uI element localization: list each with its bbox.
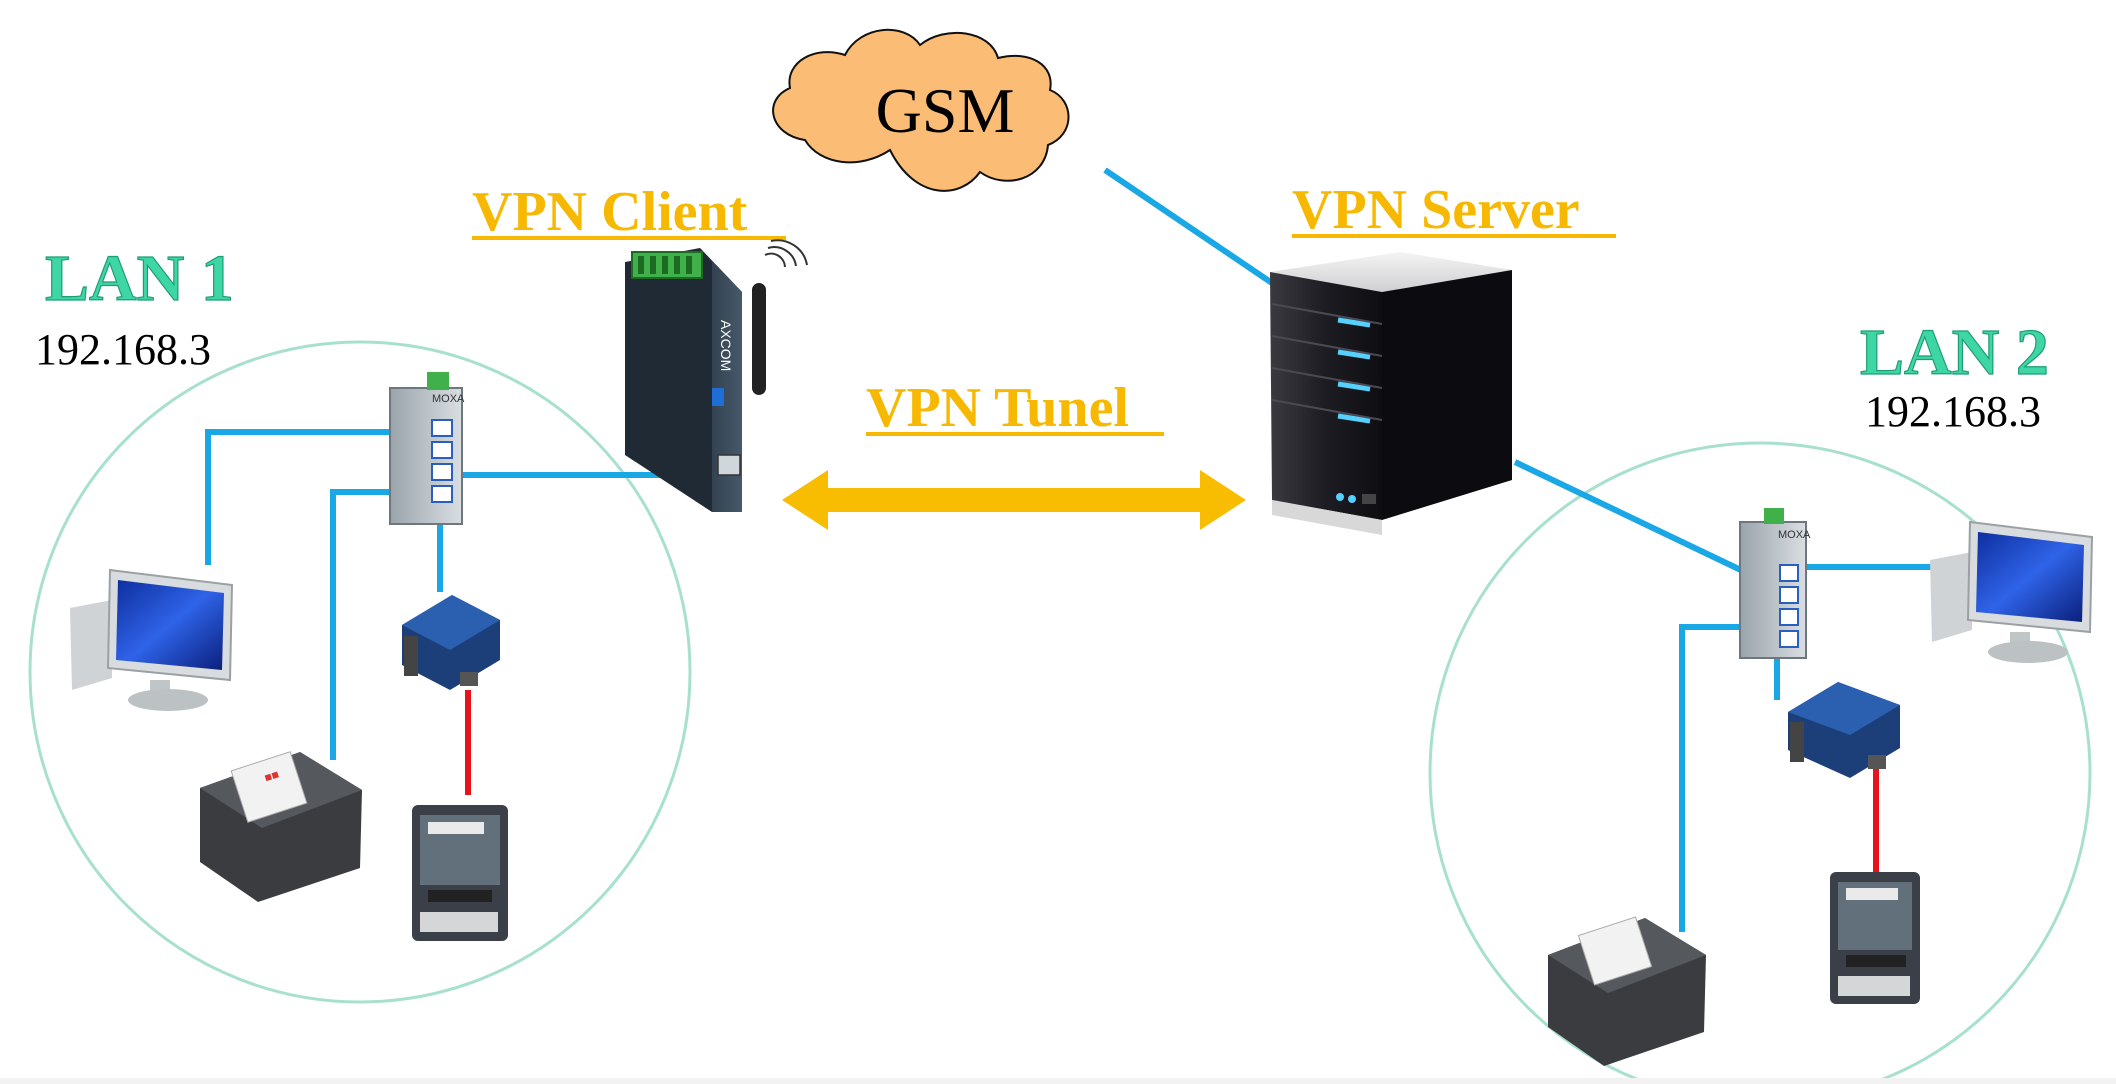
lan1-boundary bbox=[28, 340, 692, 1004]
gsm-server-link bbox=[1103, 167, 1274, 286]
server-icon bbox=[1270, 252, 1512, 535]
double-arrow-icon bbox=[782, 470, 1246, 530]
footer-strip bbox=[0, 1078, 2116, 1084]
switch-icon: MOXA bbox=[1739, 508, 1811, 659]
gsm-label: GSM bbox=[876, 75, 1015, 146]
vpn-client-label: VPN Client bbox=[472, 181, 748, 243]
lan2-title: LAN 2 bbox=[1860, 316, 2049, 389]
power-meter-icon bbox=[412, 805, 508, 941]
serial-converter-icon bbox=[402, 595, 500, 690]
printer-icon bbox=[1548, 916, 1706, 1066]
vpn-tunnel-label-group: VPN Tunel bbox=[866, 377, 1164, 439]
lan2-boundary bbox=[1428, 441, 2092, 1084]
antenna-icon bbox=[752, 239, 808, 395]
router-icon: AXCOM bbox=[625, 239, 808, 512]
serial-converter-icon bbox=[1788, 682, 1900, 778]
vpn-server-label: VPN Server bbox=[1292, 179, 1580, 241]
lan1-ip: 192.168.3 bbox=[35, 325, 211, 374]
switch-icon: MOXA bbox=[389, 372, 465, 525]
switch-brand: MOXA bbox=[1778, 529, 1811, 541]
switch-brand: MOXA bbox=[432, 393, 465, 405]
vpn-server-label-group: VPN Server bbox=[1292, 179, 1616, 241]
svg-text:■■: ■■ bbox=[263, 767, 281, 785]
lan1-title: LAN 1 bbox=[45, 242, 234, 315]
lan2-ip: 192.168.3 bbox=[1865, 387, 2041, 436]
power-meter-icon bbox=[1830, 872, 1920, 1004]
monitor-icon bbox=[70, 568, 234, 711]
monitor-icon bbox=[1930, 520, 2094, 663]
router-brand: AXCOM bbox=[718, 320, 734, 371]
cloud-icon: GSM bbox=[772, 28, 1070, 192]
vpn-client-label-group: VPN Client bbox=[472, 181, 786, 243]
server-lan2-link bbox=[1513, 459, 1747, 575]
printer-icon: ■■ bbox=[200, 751, 362, 902]
vpn-tunnel-label: VPN Tunel bbox=[866, 377, 1129, 439]
